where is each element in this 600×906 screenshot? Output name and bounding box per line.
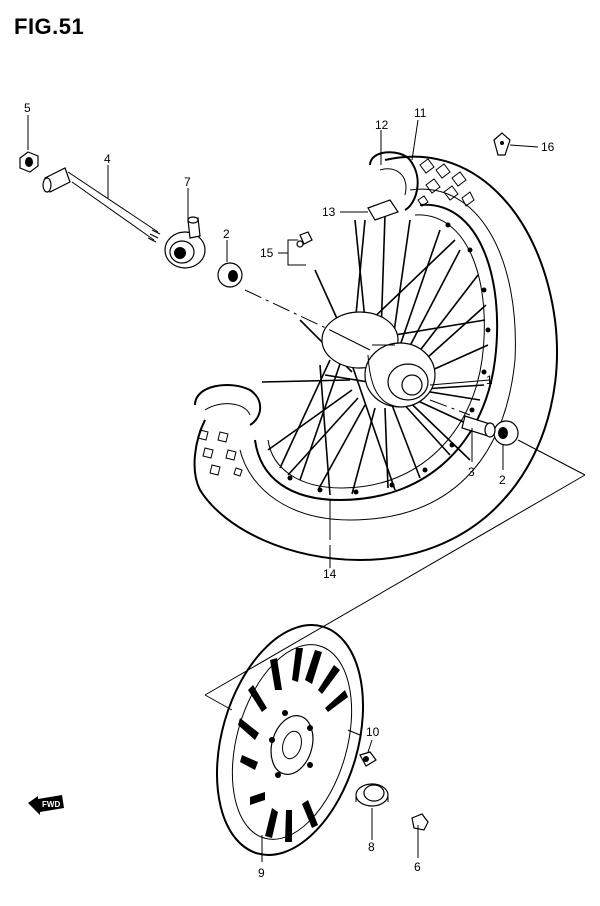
clip[interactable]: [493, 132, 511, 156]
callout-14: 14: [323, 567, 337, 581]
callout-5: 5: [24, 101, 31, 115]
axle[interactable]: [42, 167, 161, 243]
disc-bolt-holes: [269, 710, 313, 778]
callout-1: 1: [486, 373, 493, 387]
disc-bolt[interactable]: [359, 751, 377, 767]
bearing-right[interactable]: [493, 420, 519, 446]
callout-2a: 2: [223, 227, 230, 241]
callout-12: 12: [375, 118, 389, 132]
callout-6: 6: [414, 860, 421, 874]
callout-7: 7: [184, 175, 191, 189]
callouts: 1 2 2 3 4 5 6 7 8 9 10 11 12 13 14 15 16: [24, 101, 555, 880]
assembly-lines: [204, 439, 586, 711]
callout-3: 3: [468, 465, 475, 479]
lock-washer[interactable]: [411, 813, 429, 831]
hub-collar[interactable]: [355, 783, 389, 807]
leader-lines: [27, 115, 539, 862]
callout-15: 15: [260, 246, 274, 260]
axle-nut[interactable]: [19, 151, 39, 173]
rim[interactable]: [254, 203, 499, 502]
callout-11: 11: [414, 106, 427, 120]
callout-2b: 2: [499, 473, 506, 487]
bearing-left[interactable]: [217, 262, 243, 288]
fwd-label: FWD: [42, 800, 60, 809]
callout-10: 10: [366, 725, 380, 739]
valve[interactable]: [296, 231, 313, 248]
figure-title: FIG.51: [14, 14, 85, 39]
axis-line: [244, 289, 471, 416]
callout-8: 8: [368, 840, 375, 854]
tube-strap[interactable]: [367, 199, 399, 221]
speedometer-gearbox[interactable]: [164, 216, 206, 269]
tire[interactable]: [193, 151, 558, 562]
tire-tread-left: [197, 429, 243, 477]
disc-axis-line: [347, 729, 361, 736]
callout-13: 13: [322, 205, 336, 219]
callout-9: 9: [258, 866, 265, 880]
disc-cutouts: [238, 648, 348, 842]
callout-4: 4: [104, 152, 111, 166]
brake-disc[interactable]: [192, 608, 388, 872]
callout-16: 16: [541, 140, 555, 154]
spacer[interactable]: [461, 415, 496, 438]
hub[interactable]: [321, 311, 436, 408]
fwd-arrow: FWD: [28, 795, 64, 815]
tire-tread-top: [417, 158, 475, 207]
